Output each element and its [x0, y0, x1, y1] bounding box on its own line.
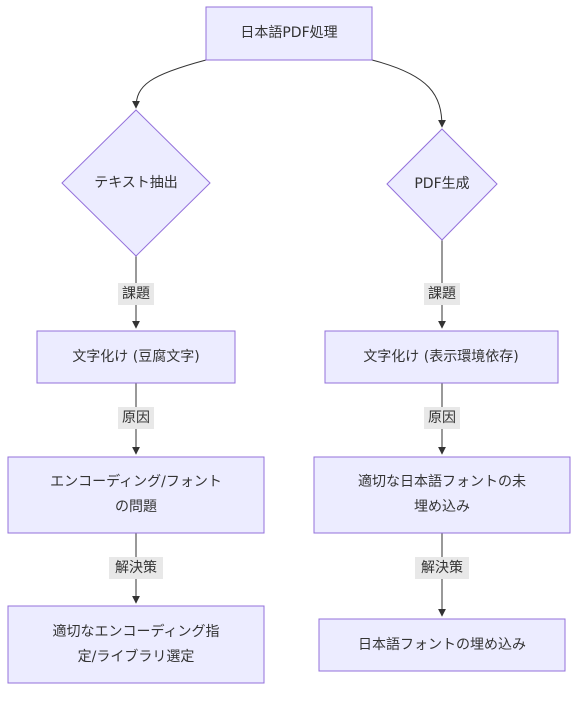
- svg-text:原因: 原因: [122, 410, 150, 426]
- generate-problem-label: 文字化け (表示環境依存): [363, 349, 518, 365]
- extract-solution-label-line1: 適切なエンコーディング指: [52, 623, 219, 640]
- edge-label-issue-left: 課題: [118, 283, 154, 305]
- svg-text:課題: 課題: [122, 286, 150, 302]
- generate-solution-node: 日本語フォントの埋め込み: [318, 618, 566, 672]
- root-node-label: 日本語PDF処理: [240, 25, 337, 41]
- generate-cause-label-line1: 適切な日本語フォントの未: [358, 473, 526, 490]
- edge-label-solution-right: 解決策: [415, 557, 469, 579]
- generate-problem-node: 文字化け (表示環境依存): [324, 330, 559, 384]
- svg-text:解決策: 解決策: [421, 559, 463, 576]
- svg-text:解決策: 解決策: [115, 559, 157, 576]
- extract-decision-label: テキスト抽出: [94, 175, 178, 191]
- edge-label-solution-left: 解決策: [109, 557, 163, 579]
- extract-problem-label: 文字化け (豆腐文字): [72, 348, 199, 365]
- edge-label-cause-right: 原因: [424, 407, 460, 429]
- generate-decision-label: PDF生成: [414, 176, 469, 192]
- extract-decision-node: テキスト抽出: [61, 109, 211, 257]
- extract-problem-node: 文字化け (豆腐文字): [36, 330, 236, 384]
- generate-cause-label-line2: 埋め込み: [414, 499, 470, 515]
- extract-cause-label-line1: エンコーディング/フォント: [50, 473, 222, 490]
- extract-cause-label-line2: の問題: [115, 499, 157, 515]
- extract-solution-label-line2: 定/ライブラリ選定: [78, 648, 195, 665]
- extract-solution-node: 適切なエンコーディング指 定/ライブラリ選定: [7, 605, 265, 684]
- edge-root-to-extract: [132, 59, 207, 109]
- generate-cause-node: 適切な日本語フォントの未 埋め込み: [313, 456, 571, 534]
- svg-text:課題: 課題: [428, 286, 456, 302]
- root-node: 日本語PDF処理: [205, 6, 373, 61]
- generate-solution-label: 日本語フォントの埋め込み: [358, 637, 526, 653]
- generate-decision-node: PDF生成: [386, 128, 498, 241]
- edge-label-cause-left: 原因: [118, 407, 154, 429]
- edge-root-to-generate: [371, 59, 446, 128]
- svg-text:原因: 原因: [428, 410, 456, 426]
- extract-cause-node: エンコーディング/フォント の問題: [7, 456, 265, 534]
- edge-label-issue-right: 課題: [424, 283, 460, 305]
